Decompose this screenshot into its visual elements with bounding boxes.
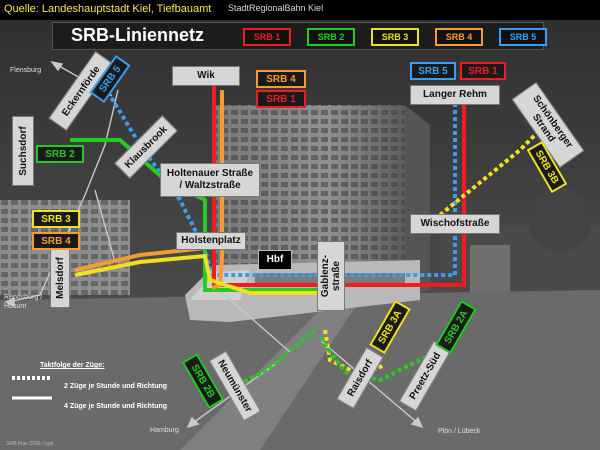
- line-to-rendsburg: [7, 89, 119, 303]
- frequency-key-dotted-label: 2 Züge je Stunde und Richtung: [64, 383, 168, 390]
- destination-rendsburg-line2: Husum: [4, 303, 27, 310]
- frequency-key-solid-label: 4 Züge je Stunde und Richtung: [64, 403, 168, 410]
- station-wischofstrasse: Wischofstraße: [410, 214, 500, 234]
- station-holtenauer-line2: / Waltzstraße: [179, 180, 241, 191]
- legend-srb4: SRB 4: [435, 28, 483, 46]
- arrow-rendsburg: [4, 296, 15, 308]
- line-suchsdorf-melsdorf: [94, 189, 116, 263]
- page-title: SRB-Liniennetz: [71, 25, 204, 45]
- tag-srb4-wik: SRB 4: [256, 70, 306, 88]
- station-holtenauer-strasse: Holtenauer Straße / Waltzstraße: [160, 163, 260, 197]
- frequency-key-title: Taktfolge der Züge:: [40, 362, 105, 369]
- legend-srb3: SRB 3: [371, 28, 419, 46]
- station-melsdorf: Melsdorf: [50, 248, 70, 308]
- legend-srb5: SRB 5: [499, 28, 547, 46]
- station-wik: Wik: [172, 66, 240, 86]
- station-gablenz-line2: straße: [331, 261, 342, 292]
- destination-hamburg: Hamburg: [150, 427, 179, 434]
- tag-srb1-northeast: SRB 1: [460, 62, 506, 80]
- srb5-route-west: [106, 90, 455, 277]
- srb3-route: [74, 253, 325, 295]
- arrow-hamburg: [186, 416, 200, 429]
- arrow-flensburg: [50, 60, 64, 72]
- title-bar: SRB-Liniennetz SRB 1 SRB 2 SRB 3 SRB 4 S…: [52, 22, 547, 50]
- thin-grey-lines: [4, 60, 424, 429]
- srb3b-route: [438, 128, 542, 217]
- line-to-ploen: [319, 339, 421, 426]
- srb2b-route: [227, 328, 317, 392]
- tag-srb3-west: SRB 3: [32, 210, 80, 228]
- arrow-ploen: [410, 416, 424, 429]
- source-credit: Quelle: Landeshauptstadt Kiel, Tiefbauam…: [4, 3, 212, 15]
- tag-srb4-west: SRB 4: [32, 232, 80, 250]
- srb2a-route: [318, 336, 431, 383]
- destination-flensburg: Flensburg: [10, 67, 42, 74]
- tag-srb1-wik: SRB 1: [256, 90, 306, 108]
- tag-srb5-northeast: SRB 5: [410, 62, 456, 80]
- legend-srb1: SRB 1: [243, 28, 291, 46]
- line-hbf-raisdorf: [209, 281, 291, 353]
- footer-file-note: SRB-Plan 2006-7.ppt: [6, 441, 54, 447]
- station-gablenz-line1: Gablenz-: [320, 254, 331, 298]
- station-holtenauer-line1: Holtenauer Straße: [166, 168, 254, 179]
- station-gablenzstrasse: Gablenz- straße: [317, 241, 345, 311]
- destination-rendsburg-line1: Rendsburg /: [4, 294, 43, 301]
- legend-srb2: SRB 2: [307, 28, 355, 46]
- station-langer-rehm: Langer Rehm: [410, 85, 500, 105]
- destination-ploen-luebeck: Plön / Lübeck: [438, 428, 481, 435]
- station-hbf: Hbf: [258, 250, 292, 270]
- station-holstenplatz: Holstenplatz: [176, 232, 246, 250]
- tag-srb2-west: SRB 2: [36, 145, 84, 163]
- organization-name: StadtRegionalBahn Kiel: [228, 3, 324, 13]
- station-suchsdorf: Suchsdorf: [12, 116, 34, 186]
- srb4-route-west: [74, 246, 206, 272]
- header-bar: Quelle: Landeshauptstadt Kiel, Tiefbauam…: [0, 0, 600, 20]
